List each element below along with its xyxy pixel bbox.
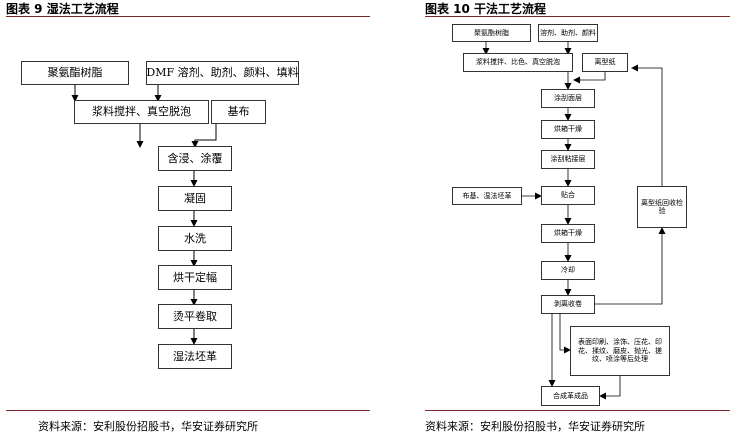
right-arrow-peel-post [559,314,571,354]
left-box-dry: 烘干定幅 [158,265,232,290]
right-box-laminate: 贴合 [541,186,595,205]
left-title-rule [6,16,370,17]
left-box-coagulate: 凝固 [158,186,232,211]
right-box-post: 表面印刷、涂饰、压花、印花、揉纹、磨皮、抛光、搓纹、喷涂等后处理 [570,326,670,376]
left-box-mix: 浆料搅拌、真空脱泡 [74,100,209,124]
right-box-resin: 聚氨酯树脂 [452,24,531,42]
right-figure-title: 图表 10 干法工艺流程 [425,2,547,16]
right-box-coat-adhesive: 涂刮粘接层 [541,150,595,169]
right-box-product: 合成革成品 [541,386,600,406]
left-box-iron: 烫平卷取 [158,304,232,329]
right-box-cool: 冷却 [541,261,595,280]
right-box-recycle: 离型纸回收检验 [637,186,687,228]
left-box-leather: 湿法坯革 [158,344,232,369]
right-box-coat-surface: 涂刮面层 [541,89,595,108]
right-arrow-post-product [599,376,621,400]
right-box-mix: 浆料搅拌、比色、真空脱泡 [463,53,573,72]
right-box-release: 离型纸 [582,53,628,72]
left-arrow-base-impregnate [191,123,217,148]
left-box-impregnate: 含浸、涂覆 [158,146,232,171]
right-source: 资料来源：安利股份招股书，华安证券研究所 [425,420,645,433]
right-arrow-release-coat [573,71,606,84]
right-box-dry1: 烘箱干燥 [541,120,595,139]
right-source-rule [425,410,730,411]
right-box-solvent: 溶剂、助剂、颜料 [538,24,598,42]
right-box-peel: 剥离收卷 [541,295,595,314]
left-box-resin: 聚氨酯树脂 [21,61,129,85]
right-title-rule [425,16,730,17]
right-box-base: 布基、湿法坯革 [452,187,522,205]
left-box-base: 基布 [211,100,266,124]
left-source-rule [6,410,370,411]
right-box-dry2: 烘箱干燥 [541,224,595,243]
left-source: 资料来源：安利股份招股书，华安证券研究所 [38,420,258,433]
left-box-dmf: DMF 溶剂、助剂、颜料、填料 [146,61,299,85]
left-figure-title: 图表 9 湿法工艺流程 [6,2,119,16]
right-arrow-peel-recycle [595,227,666,305]
left-box-wash: 水洗 [158,226,232,251]
right-arrow-recycle-release [631,64,663,186]
